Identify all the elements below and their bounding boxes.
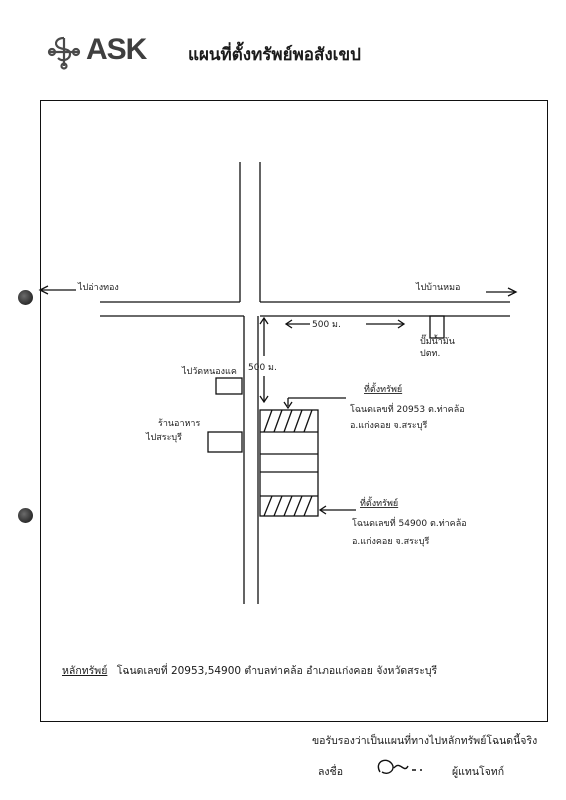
asset-label: หลักทรัพย์ [62,665,108,677]
left-road-label: ไปอ่างทอง [77,282,119,293]
logo-text: ASK [86,33,147,66]
gas-station-marker [429,315,445,339]
plot2-location: อ.แก่งคอย จ.สระบุรี [352,536,429,547]
plot2-title: ที่ตั้งทรัพย์ [360,496,398,509]
ask-logo-icon [47,36,81,70]
landmark-left-top-label: ไปวัดหนองแค [181,366,237,377]
landmark-right-line1: ปั๊มน้ำมัน [420,334,455,347]
plot1-hatch [263,409,313,433]
plot1-location: อ.แก่งคอย จ.สระบุรี [350,420,427,431]
plot2-deed: โฉนดเลขที่ 54900 ต.ท่าคล้อ [352,516,467,529]
plot2-hatch [263,495,313,517]
page-title: แผนที่ตั้งทรัพย์พอสังเขป [188,45,361,65]
sign-label: ลงชื่อ [318,766,343,778]
landmark-left-mid-line1: ร้านอาหาร [158,418,200,429]
landmark-right-line2: ปตท. [420,349,440,359]
plot1-title: ที่ตั้งทรัพย์ [364,382,402,395]
asset-description-line: หลักทรัพย์ โฉนดเลขที่ 20953,54900 ตำบลท่… [62,662,437,679]
right-road-label: ไปบ้านหมอ [415,282,460,293]
punch-hole [18,290,33,305]
map-frame [40,100,548,722]
certify-text: ขอรับรองว่าเป็นแผนที่ทางไปหลักทรัพย์โฉนด… [312,735,538,747]
landmark-box-top [215,377,243,395]
asset-description: โฉนดเลขที่ 20953,54900 ตำบลท่าคล้อ อำเภอ… [116,665,438,677]
property-block [259,409,319,517]
handwritten-signature [377,759,422,774]
punch-hole [18,508,33,523]
landmark-left-mid-line2: ไปสระบุรี [145,432,182,443]
horizontal-distance-label: 500 ม. [312,320,341,330]
vertical-distance-label: 500 ม. [248,363,277,373]
plot1-deed: โฉนดเลขที่ 20953 ต.ท่าคล้อ [350,402,465,415]
landmark-box-mid [207,431,243,453]
signer-role: ผู้แทนโจทก์ [452,766,505,778]
